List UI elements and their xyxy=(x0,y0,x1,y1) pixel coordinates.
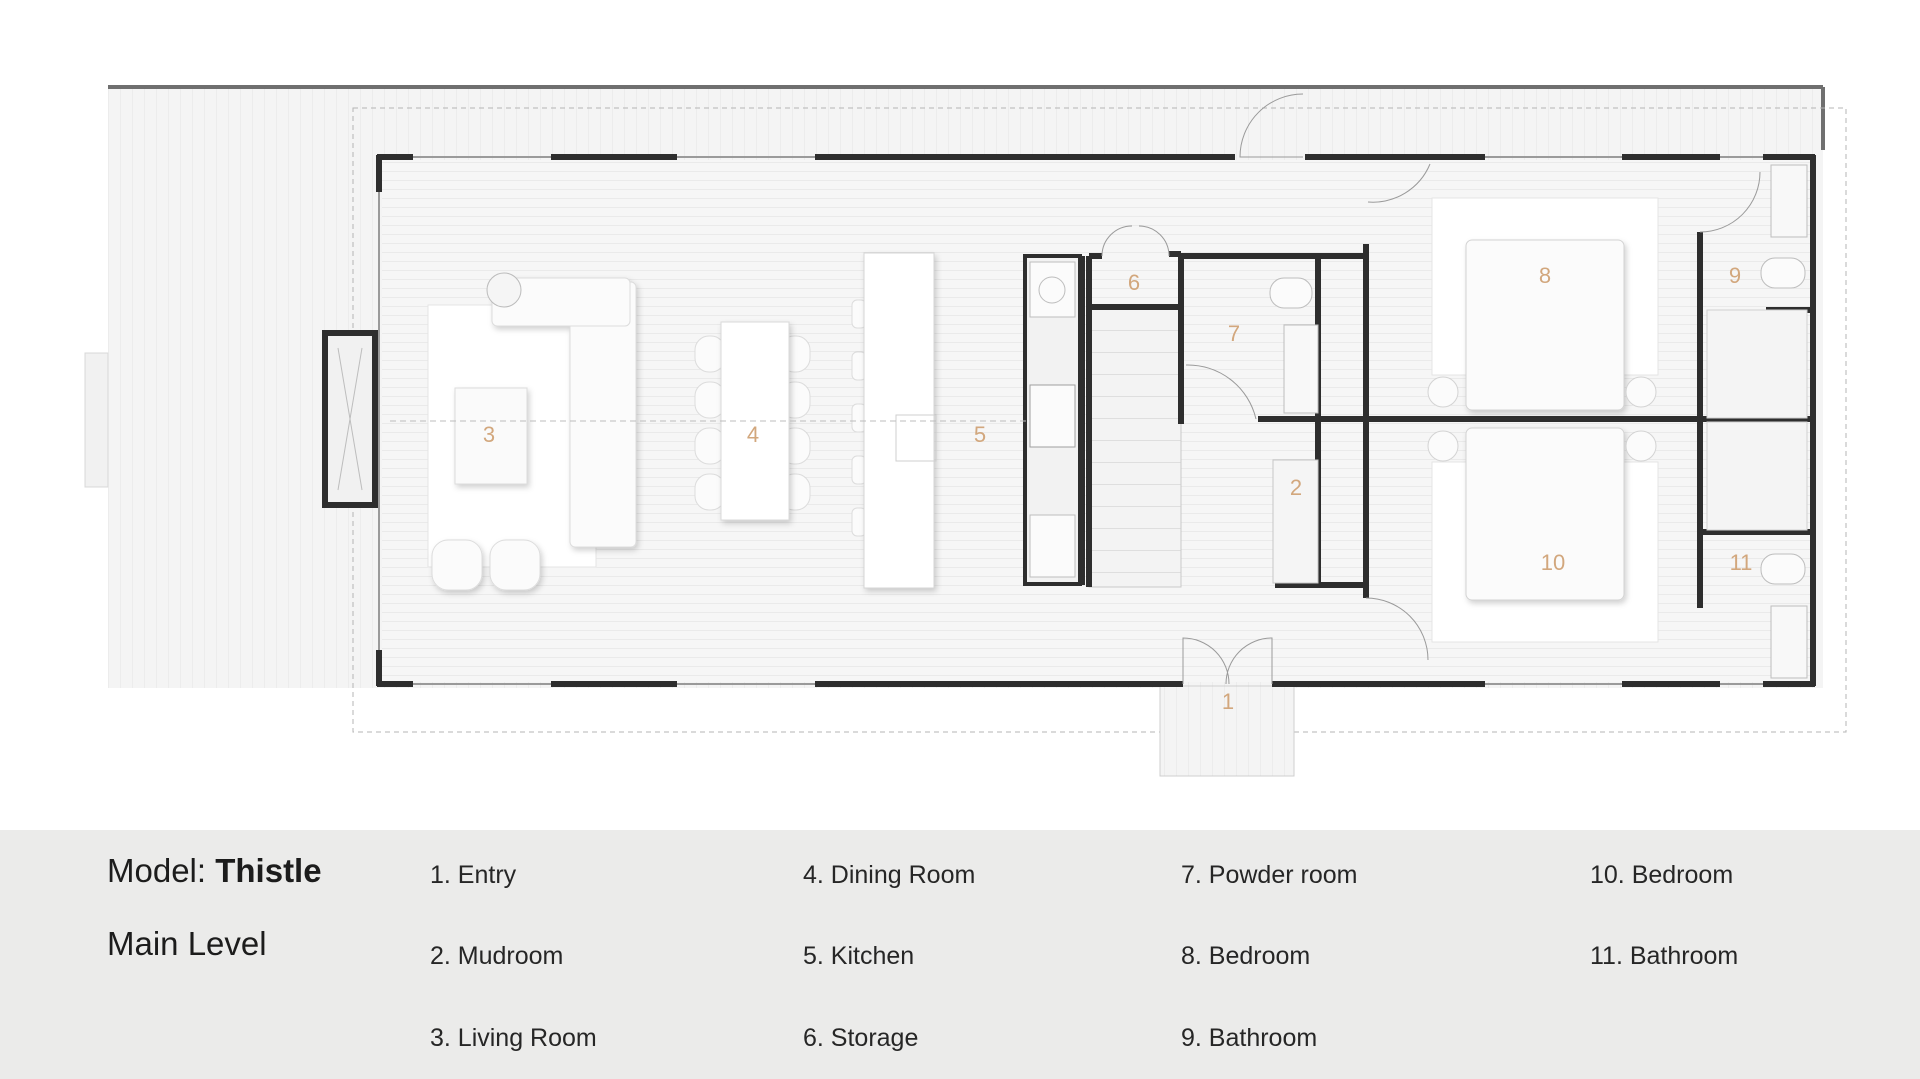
island-stools xyxy=(851,299,867,537)
legend-item-mudroom: 2. Mudroom xyxy=(430,942,564,970)
deck-step xyxy=(84,352,109,488)
powder-toilet xyxy=(1269,277,1313,309)
range-stove xyxy=(1029,384,1076,448)
bed-8 xyxy=(1465,239,1625,411)
room-number-1: 1 xyxy=(1222,689,1234,714)
fridge xyxy=(1029,261,1076,318)
model-name: Thistle xyxy=(215,852,322,889)
room-number-10: 10 xyxy=(1541,550,1565,575)
dining-chairs xyxy=(694,335,811,511)
floor-plan-drawing: 1 2 3 4 5 6 7 8 9 10 11 xyxy=(84,85,1847,777)
vanity-11 xyxy=(1770,605,1808,679)
legend-item-bedroom-8: 8. Bedroom xyxy=(1181,942,1311,970)
model-label: Model: xyxy=(107,852,207,889)
door-swings xyxy=(1101,93,1761,685)
legend-item-powder-room: 7. Powder room xyxy=(1181,861,1358,889)
island-sink xyxy=(895,414,937,462)
legend-item-bathroom-9: 9. Bathroom xyxy=(1181,1024,1318,1052)
model-title: Model: Thistle xyxy=(107,852,322,890)
sofa xyxy=(491,277,637,548)
windows xyxy=(378,156,1763,685)
exterior-walls xyxy=(376,154,1816,687)
oven xyxy=(1029,514,1076,578)
room-number-3: 3 xyxy=(483,422,495,447)
powder-vanity xyxy=(1283,324,1319,414)
vanity-9 xyxy=(1770,164,1808,238)
coffee-table xyxy=(454,387,528,485)
bed-10 xyxy=(1465,427,1625,601)
level-title: Main Level xyxy=(107,925,267,962)
legend-item-storage: 6. Storage xyxy=(803,1024,919,1052)
shower-11 xyxy=(1706,421,1808,531)
armchairs xyxy=(431,539,541,591)
entry-steps xyxy=(1159,685,1295,777)
mudroom-bench xyxy=(1272,459,1319,584)
room-number-8: 8 xyxy=(1539,263,1551,288)
legend-item-kitchen: 5. Kitchen xyxy=(803,942,915,970)
legend-item-bathroom-11: 11. Bathroom xyxy=(1590,942,1739,970)
room-number-2: 2 xyxy=(1290,475,1302,500)
room-number-5: 5 xyxy=(974,422,986,447)
room-number-7: 7 xyxy=(1228,321,1240,346)
shower-9 xyxy=(1706,309,1808,419)
legend-panel xyxy=(0,830,1920,1079)
stairs xyxy=(1088,306,1182,588)
room-number-9: 9 xyxy=(1729,263,1741,288)
legend-item-entry: 1. Entry xyxy=(430,861,517,889)
room-number-6: 6 xyxy=(1128,270,1140,295)
toilet-11 xyxy=(1760,553,1806,585)
toilet-9 xyxy=(1760,257,1806,289)
legend-item-living-room: 3. Living Room xyxy=(430,1024,597,1052)
room-number-4: 4 xyxy=(747,422,759,447)
fireplace xyxy=(322,330,378,508)
room-number-11: 11 xyxy=(1730,550,1753,575)
legend-item-bedroom-10: 10. Bedroom xyxy=(1590,861,1734,889)
side-table xyxy=(486,272,522,308)
legend-item-dining-room: 4. Dining Room xyxy=(803,861,976,889)
roof-outline xyxy=(352,107,1847,733)
floor-plan: 1 2 3 4 5 6 7 8 9 10 11 xyxy=(84,85,1847,777)
